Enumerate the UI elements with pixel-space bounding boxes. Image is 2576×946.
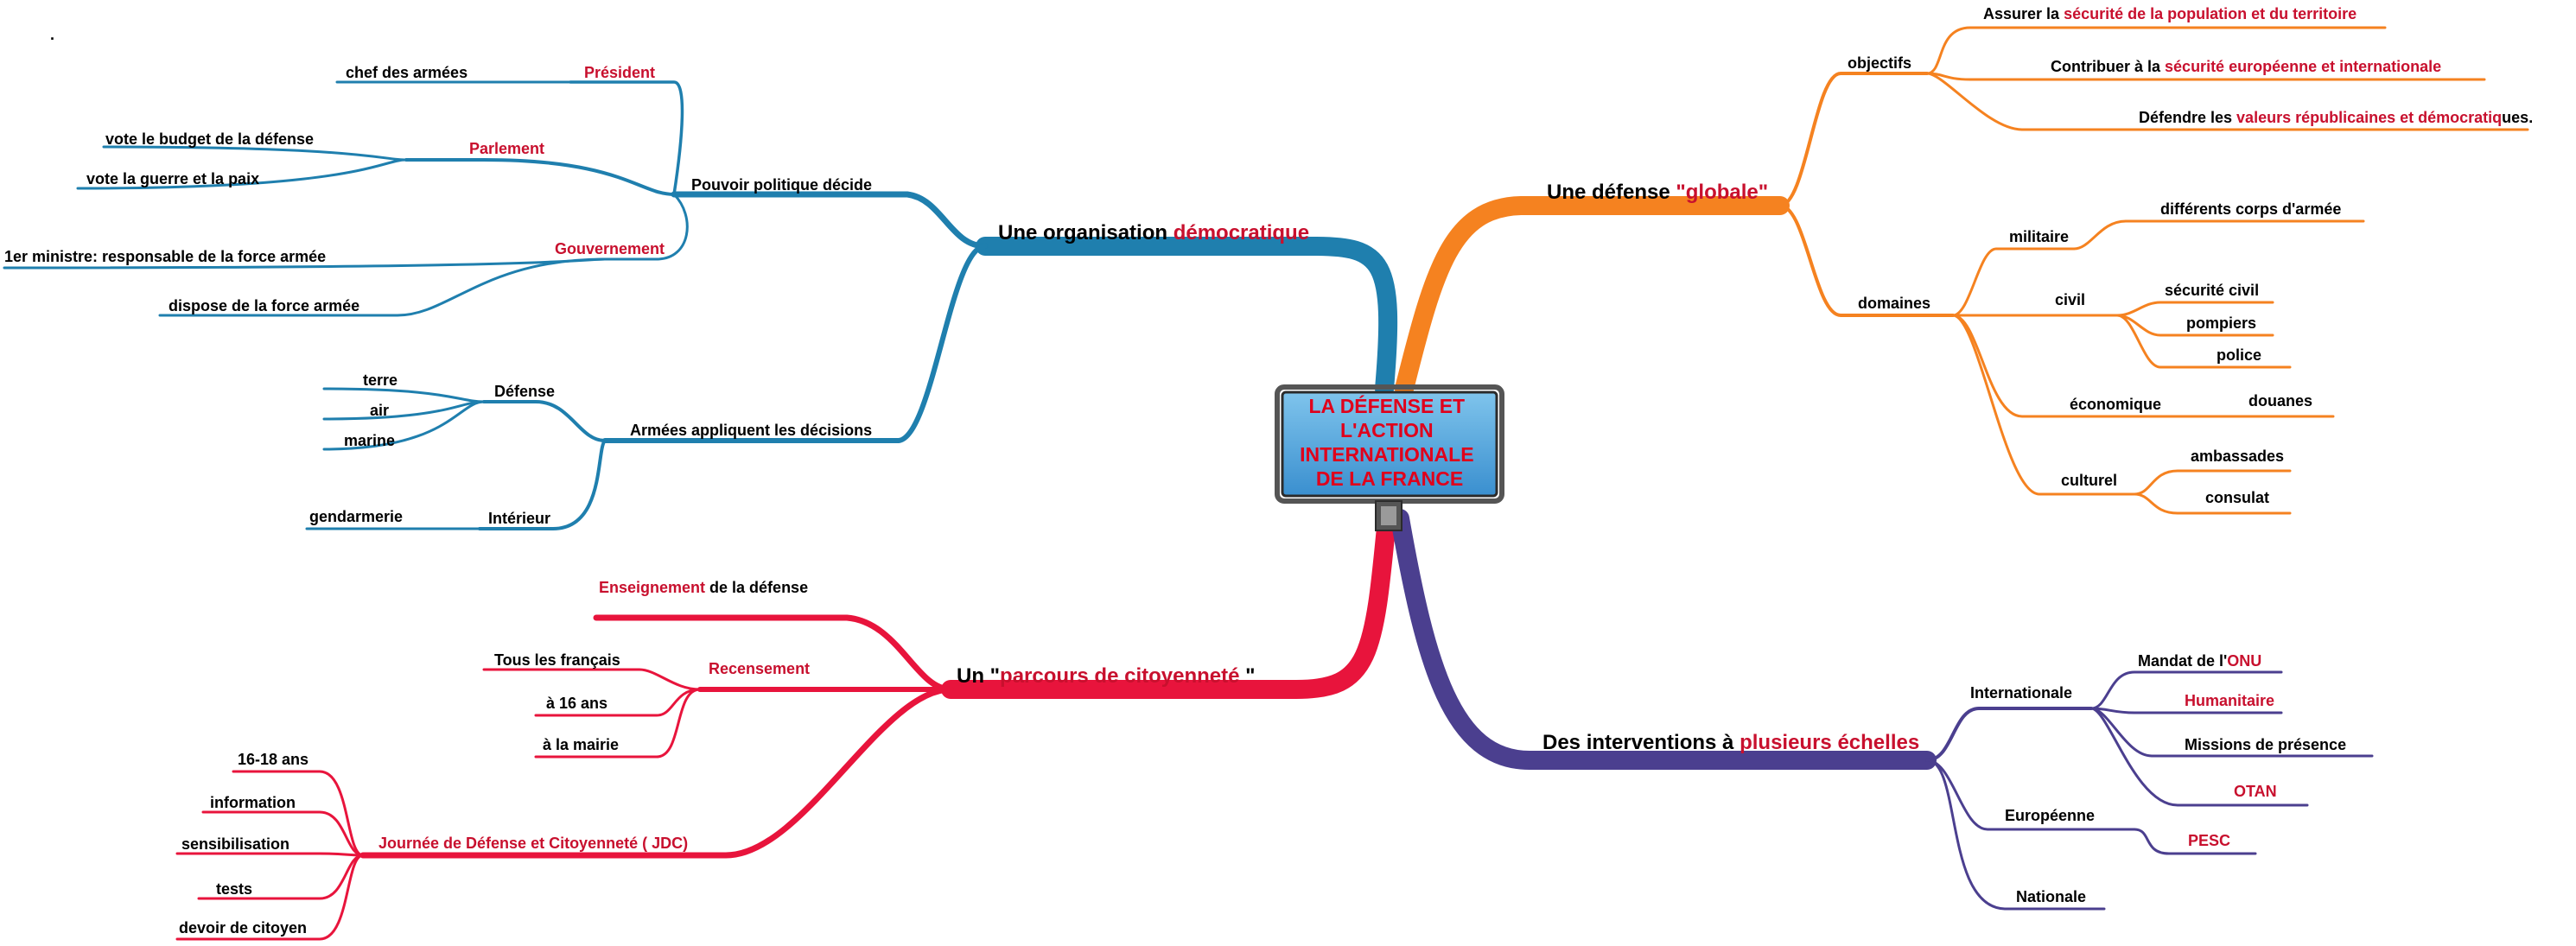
node-air: air [370, 402, 389, 419]
node-mandat-onu: Mandat de l'ONU [2138, 652, 2261, 670]
node-vote-guerre: vote la guerre et la paix [86, 170, 259, 187]
node-premier-ministre: 1er ministre: responsable de la force ar… [4, 248, 326, 265]
node-terre: terre [363, 371, 398, 389]
node-interieur: Intérieur [488, 510, 550, 527]
node-civil: civil [2055, 291, 2085, 308]
trunk-defense-globale [1395, 196, 1790, 398]
node-16-18-ans: 16-18 ans [238, 751, 308, 768]
node-gouvernement: Gouvernement [555, 240, 665, 257]
node-objectifs: objectifs [1848, 54, 1911, 72]
node-missions-presence: Missions de présence [2185, 736, 2346, 753]
node-objectif-valeurs: Défendre les valeurs républicaines et dé… [2139, 109, 2533, 126]
node-corps-armee: différents corps d'armée [2160, 200, 2341, 218]
node-nationale: Nationale [2016, 888, 2086, 905]
node-pesc: PESC [2188, 832, 2230, 849]
branch-label-parcours-citoyennete: Un "parcours de citoyenneté " [957, 664, 1256, 688]
node-a-16-ans: à 16 ans [546, 695, 607, 712]
node-a-la-mairie: à la mairie [543, 736, 619, 753]
node-dispose-force: dispose de la force armée [169, 297, 359, 314]
branch-interventions [1390, 509, 2374, 911]
node-pouvoir-politique: Pouvoir politique décide [691, 176, 872, 194]
node-consulat: consulat [2205, 489, 2269, 506]
node-europeenne: Européenne [2005, 807, 2095, 824]
node-pompiers: pompiers [2186, 314, 2256, 332]
node-securite-civil: sécurité civil [2165, 282, 2259, 299]
node-parlement: Parlement [469, 140, 544, 157]
node-objectif-securite-population: Assurer la sécurité de la population et … [1983, 5, 2357, 22]
branch-label-defense-globale: Une défense "globale" [1547, 181, 1768, 204]
node-vote-budget: vote le budget de la défense [105, 130, 314, 148]
node-objectif-securite-europeenne: Contribuer à la sécurité européenne et i… [2051, 58, 2441, 75]
central-title-line-4: DE LA FRANCE [1316, 467, 1463, 490]
node-tests: tests [216, 880, 252, 898]
corner-mark: . [50, 26, 54, 43]
node-police: police [2217, 346, 2261, 364]
node-defense: Défense [494, 383, 555, 400]
node-armees-appliquent: Armées appliquent les décisions [630, 422, 872, 439]
branch-parcours-citoyennete [175, 509, 1396, 941]
central-topic: LA DÉFENSE ET L'ACTION INTERNATIONALE DE… [1275, 384, 1504, 531]
trunk-interventions [1390, 509, 1937, 770]
node-economique: économique [2070, 396, 2161, 413]
node-militaire: militaire [2009, 228, 2069, 245]
node-otan: OTAN [2234, 783, 2277, 800]
node-domaines: domaines [1858, 295, 1930, 312]
central-title-line-1: LA DÉFENSE ET [1309, 394, 1466, 417]
central-title-line-3: INTERNATIONALE [1300, 443, 1473, 466]
node-ambassades: ambassades [2191, 448, 2284, 465]
node-information: information [210, 794, 296, 811]
branch-organisation [3, 80, 1398, 530]
branch-label-organisation: Une organisation démocratique [998, 221, 1309, 244]
node-chef-des-armees: chef des armées [346, 64, 467, 81]
node-tous-les-francais: Tous les français [494, 651, 620, 669]
branch-defense-globale [1395, 26, 2529, 515]
trunk-organisation [976, 237, 1398, 398]
branch-label-interventions: Des interventions à plusieurs échelles [1542, 731, 1919, 754]
svg-text:LA DÉFENSE ET L'ACTION: LA DÉFENSE ET L'ACTION INTERNATIONALE DE… [1300, 394, 1479, 490]
node-president: Président [584, 64, 655, 81]
node-devoir-citoyen: devoir de citoyen [179, 919, 307, 936]
trunk-parcours-citoyennete [941, 509, 1396, 699]
node-enseignement: Enseignement de la défense [599, 579, 808, 596]
node-sensibilisation: sensibilisation [181, 835, 289, 853]
node-gendarmerie: gendarmerie [309, 508, 403, 525]
node-humanitaire: Humanitaire [2185, 692, 2274, 709]
node-jdc: Journée de Défense et Citoyenneté ( JDC) [378, 835, 688, 852]
node-recensement: Recensement [709, 660, 810, 677]
node-marine: marine [344, 432, 395, 449]
node-internationale: Internationale [1970, 684, 2072, 702]
node-culturel: culturel [2061, 472, 2117, 489]
node-douanes: douanes [2248, 392, 2312, 410]
central-title-line-2: L'ACTION [1340, 419, 1434, 441]
